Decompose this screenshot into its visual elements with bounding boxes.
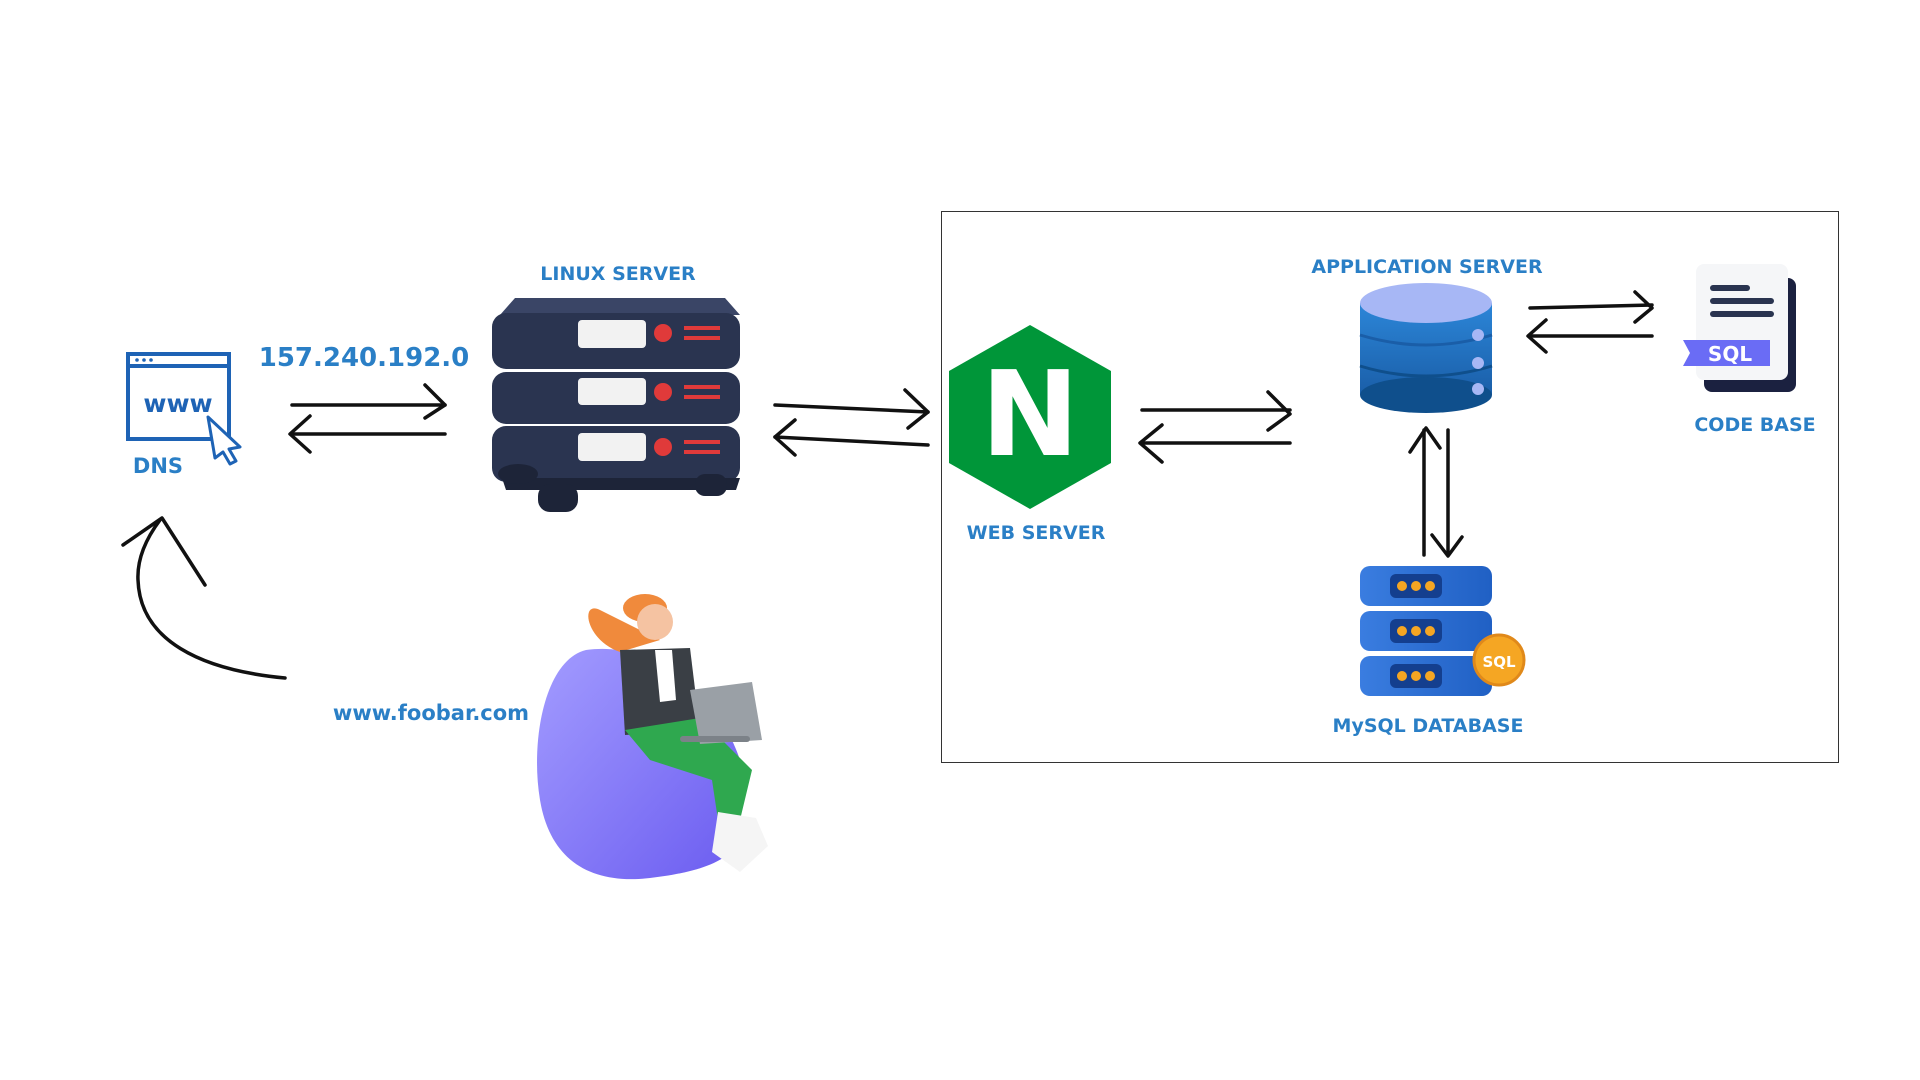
arrow-app-codebase (1526, 290, 1654, 354)
sql-document-icon: SQL (1683, 264, 1796, 392)
linux-server-label: LINUX SERVER (540, 263, 696, 285)
www-text: www (143, 389, 212, 418)
application-server-label: APPLICATION SERVER (1311, 256, 1543, 278)
arrow-user-dns (121, 516, 287, 680)
ip-address-label: 157.240.192.0 (258, 343, 470, 373)
sql-server-icon: SQL (1360, 566, 1526, 696)
arrow-dns-linux (288, 383, 447, 454)
domain-label: www.foobar.com (332, 701, 530, 725)
connection-arrows (121, 290, 1654, 680)
cursor-icon (206, 415, 242, 466)
nginx-letter: N (981, 345, 1080, 483)
www-browser-icon: www (126, 352, 242, 466)
nginx-icon: N (949, 325, 1111, 509)
code-base-label: CODE BASE (1694, 414, 1816, 436)
user-with-laptop-icon (537, 594, 768, 880)
arrow-linux-web (773, 388, 930, 457)
server-rack-icon (492, 298, 740, 512)
sql-text-doc: SQL (1708, 342, 1752, 366)
sql-text-badge: SQL (1482, 653, 1516, 671)
database-cylinder-icon (1359, 283, 1493, 413)
mysql-database-label: MySQL DATABASE (1332, 715, 1524, 737)
infrastructure-boundary (941, 211, 1839, 763)
dns-label: DNS (132, 454, 184, 478)
web-server-label: WEB SERVER (966, 522, 1106, 544)
arrow-app-mysql (1408, 426, 1464, 558)
arrow-web-app (1138, 390, 1292, 464)
